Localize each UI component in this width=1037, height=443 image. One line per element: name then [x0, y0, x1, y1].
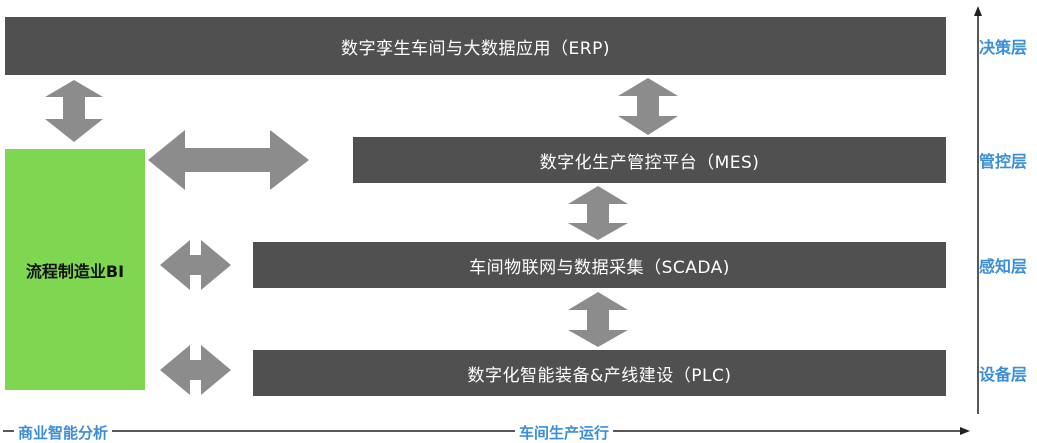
layer-axis-arrowhead: [974, 6, 982, 16]
bi-plc-arrow: [160, 345, 231, 395]
layer-label-equipment: 设备层: [978, 365, 1027, 384]
bottom-label-business: 商业智能分析: [14, 422, 113, 443]
erp-bar: 数字孪生车间与大数据应用（ERP): [5, 17, 946, 75]
bi-scada-arrow: [160, 240, 231, 290]
scada-plc-arrow: [568, 292, 628, 347]
erp-mes-arrow: [618, 78, 678, 135]
bottom-label-operation: 车间生产运行: [515, 422, 614, 443]
bi-box: 流程制造业BI: [5, 149, 145, 390]
plc-bar: 数字化智能装备&产线建设（PLC): [253, 350, 946, 396]
layer-label-perception: 感知层: [978, 257, 1027, 276]
bi-mes-arrow: [148, 130, 309, 190]
mes-bar: 数字化生产管控平台（MES): [353, 137, 946, 183]
mes-scada-arrow: [568, 186, 628, 240]
layer-label-decision: 决策层: [978, 38, 1027, 57]
bottom-axis-arrowhead: [960, 427, 970, 435]
layer-label-control: 管控层: [978, 152, 1027, 171]
erp-bi-arrow: [45, 80, 103, 142]
scada-bar: 车间物联网与数据采集（SCADA): [253, 242, 946, 288]
